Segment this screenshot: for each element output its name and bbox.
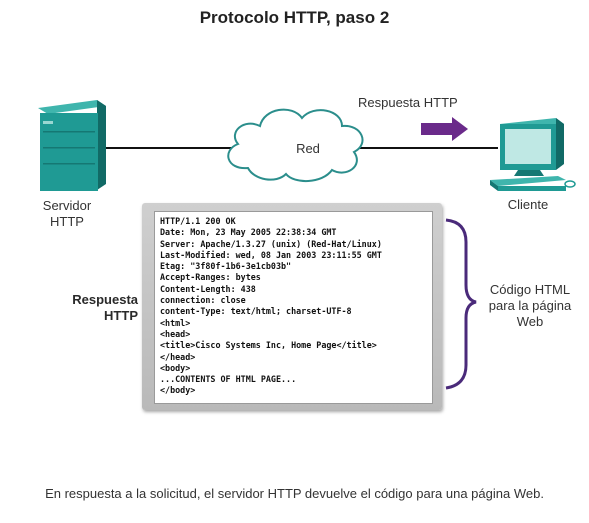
client-label: Cliente [507, 197, 549, 212]
network-cloud-icon [227, 108, 364, 182]
http-response-line: content-Type: text/html; charset-UTF-8 [160, 306, 352, 317]
html-code-bracket [445, 218, 477, 390]
response-block-label: Respuesta HTTP [72, 292, 138, 323]
http-response-line: <title>Cisco Systems Inc, Home Page</tit… [160, 340, 377, 351]
http-response-line: Etag: "3f80f-1b6-3e1cb03b" [160, 261, 292, 272]
http-response-line: <head> [160, 328, 191, 339]
diagram-caption: En respuesta a la solicitud, el servidor… [45, 486, 544, 501]
http-response-line: <html> [160, 317, 191, 328]
http-response-line: </body> [160, 385, 196, 396]
server-label: Servidor HTTP [42, 198, 92, 229]
http-response-line: Server: Apache/1.3.27 (unix) (Red-Hat/Li… [160, 238, 382, 249]
server-icon [38, 100, 106, 191]
http-response-panel: HTTP/1.1 200 OK Date: Mon, 23 May 2005 2… [142, 203, 442, 410]
http-response-text-area: HTTP/1.1 200 OK Date: Mon, 23 May 2005 2… [154, 211, 433, 404]
http-response-line: Content-Length: 438 [160, 283, 256, 294]
network-label: Red [296, 141, 320, 156]
http-response-line: ...CONTENTS OF HTML PAGE... [160, 374, 297, 385]
http-response-line: HTTP/1.1 200 OK [160, 216, 236, 226]
http-response-line: </head> [160, 351, 196, 362]
http-response-line: connection: close [160, 295, 246, 306]
http-response-line: <body> [160, 362, 191, 373]
response-arrow-label: Respuesta HTTP [358, 95, 458, 110]
client-computer-icon [490, 118, 576, 191]
http-response-line: Date: Mon, 23 May 2005 22:38:34 GMT [160, 227, 337, 238]
html-code-label: Código HTML para la página Web [488, 282, 572, 329]
http-response-line: Accept-Ranges: bytes [160, 272, 261, 283]
response-arrow-icon [421, 117, 468, 141]
http-response-line: Last-Modified: wed, 08 Jan 2003 23:11:55… [160, 249, 382, 260]
diagram-title: Protocolo HTTP, paso 2 [199, 8, 390, 27]
